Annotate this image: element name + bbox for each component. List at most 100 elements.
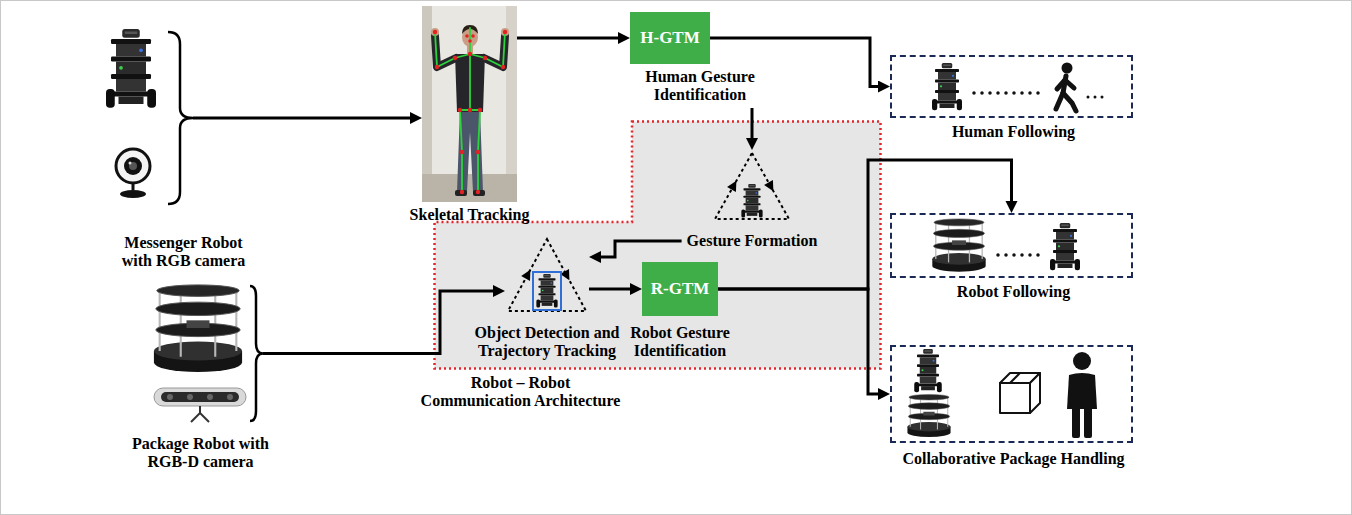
gesture-triangle-part <box>727 181 736 192</box>
human-following-art <box>892 57 1130 115</box>
skeleton-photo-part <box>473 190 485 196</box>
gesture-triangle: Gesture Formation <box>712 150 792 222</box>
gesture-triangle <box>712 150 792 222</box>
skeleton-photo-part-part <box>478 108 482 112</box>
gesture-triangle-part <box>764 180 773 191</box>
rgbd-camera <box>154 388 246 422</box>
walking-person-part <box>1065 80 1074 88</box>
skeleton-photo-part <box>433 30 507 194</box>
box-title: R-GTM <box>651 279 710 299</box>
messenger-robot-art <box>98 28 193 208</box>
node-caption: Human Gesture Identification <box>635 68 765 104</box>
skeleton-photo-part <box>422 6 432 176</box>
skeleton-photo-part-part <box>465 34 469 38</box>
webcam-icon-part <box>124 157 142 175</box>
skeleton-photo-part-part <box>458 108 462 112</box>
skeleton-photo-part <box>422 6 517 202</box>
rgbd-camera-part <box>191 413 200 422</box>
node-caption: Robot Following <box>957 283 1070 301</box>
region: Robot – Robot Communication Architecture… <box>433 120 882 370</box>
package-box-part <box>1030 373 1040 413</box>
region-outline-part <box>435 122 881 369</box>
rgbd-camera-part <box>227 394 233 400</box>
skeleton-photo-part-part <box>476 150 480 154</box>
node-caption: Gesture Formation <box>687 232 818 250</box>
skeleton-photo-part-part <box>468 108 472 112</box>
human-following-art-part <box>932 63 962 110</box>
skeleton-photo-part-part <box>460 190 464 194</box>
skeleton-photo-part <box>435 28 505 192</box>
webcam-icon-part <box>120 190 146 198</box>
skeleton-photo-part <box>457 110 483 192</box>
box-title: H-GTM <box>640 28 700 48</box>
package-robot-art-part <box>154 285 242 372</box>
node-caption: Robot Gesture Identification <box>615 324 745 360</box>
standing-person-part <box>1067 373 1097 409</box>
standing-person-part <box>1073 352 1091 370</box>
robot-following-art-part <box>1050 223 1080 270</box>
dashed-box: Robot Following <box>890 213 1133 278</box>
webcam-icon-part <box>129 162 132 165</box>
package-box-part <box>1010 373 1020 383</box>
standing-person-part <box>1072 407 1080 438</box>
connector-arrow <box>598 241 682 257</box>
rgbd-camera-part <box>199 406 201 413</box>
tracking-triangle-part <box>536 274 557 307</box>
robot-group: Package Robot with RGB-D camera <box>148 282 263 425</box>
skeleton-photo-part-part <box>453 56 457 60</box>
skeleton-photo-part-part <box>501 65 505 69</box>
human-following-art-part <box>1062 63 1073 74</box>
gtm-box: H-GTMHuman Gesture Identification <box>630 12 710 64</box>
robot-following-art-part <box>998 253 1042 257</box>
connector-arrow <box>718 289 881 394</box>
skeleton-photo-part-part <box>471 34 475 38</box>
package-box-part <box>1000 383 1030 413</box>
tracking-triangle: Object Detection and Trajectory Tracking <box>505 236 589 314</box>
collaborative-art <box>892 347 1130 440</box>
robot-group: Messenger Robot with RGB camera <box>98 28 193 208</box>
rgbd-camera-part <box>154 388 246 406</box>
tracking-triangle-part <box>508 239 586 311</box>
bracket <box>250 286 263 421</box>
rgbd-camera-part <box>161 392 239 402</box>
node-caption: Robot – Robot Communication Architecture <box>417 374 624 410</box>
standing-person-part <box>1084 407 1092 438</box>
gesture-triangle-part <box>715 153 789 219</box>
package-robot-art <box>148 282 263 425</box>
skeleton-photo-part-part <box>435 65 439 69</box>
webcam-icon-part <box>132 183 135 190</box>
skeleton-photo-part <box>455 54 485 112</box>
skeleton-photo-part-part <box>468 39 472 43</box>
detection-box <box>533 272 561 310</box>
skeleton-photo-part-part <box>476 190 480 194</box>
tracking-triangle <box>505 236 589 314</box>
skeleton-photo <box>422 6 517 202</box>
connector-arrow <box>193 117 413 120</box>
skeleton-photo-part-part <box>503 30 507 34</box>
gtm-box: R-GTMRobot Gesture Identification <box>642 262 718 316</box>
skeleton-photo-part-part <box>433 30 437 34</box>
node-caption: Package Robot with RGB-D camera <box>128 435 273 471</box>
rgbd-camera-part <box>167 394 173 400</box>
standing-person <box>1067 352 1097 438</box>
webcam-icon-part <box>116 149 150 183</box>
connector-arrow <box>517 37 621 40</box>
collaborative-art-part <box>914 349 942 392</box>
node-caption: Collaborative Package Handling <box>902 450 1124 468</box>
robot-following-art-part <box>932 219 985 272</box>
collaborative-art-part <box>907 394 950 437</box>
rgbd-camera-part <box>200 413 209 422</box>
walking-person <box>1056 76 1076 111</box>
skeleton-photo-part <box>422 174 517 202</box>
connector-arrow <box>751 108 754 141</box>
connector-arrow <box>589 288 633 291</box>
dashed-box: Human Following <box>890 55 1133 118</box>
rgbd-camera-part <box>187 394 193 400</box>
webcam-icon <box>116 149 150 198</box>
node-caption: Object Detection and Trajectory Tracking <box>472 324 622 360</box>
connector-arrow <box>263 291 496 354</box>
skeleton-photo-part-part <box>483 56 487 60</box>
human-following-art-part <box>1088 96 1106 99</box>
node-caption: Skeletal Tracking <box>410 206 530 224</box>
